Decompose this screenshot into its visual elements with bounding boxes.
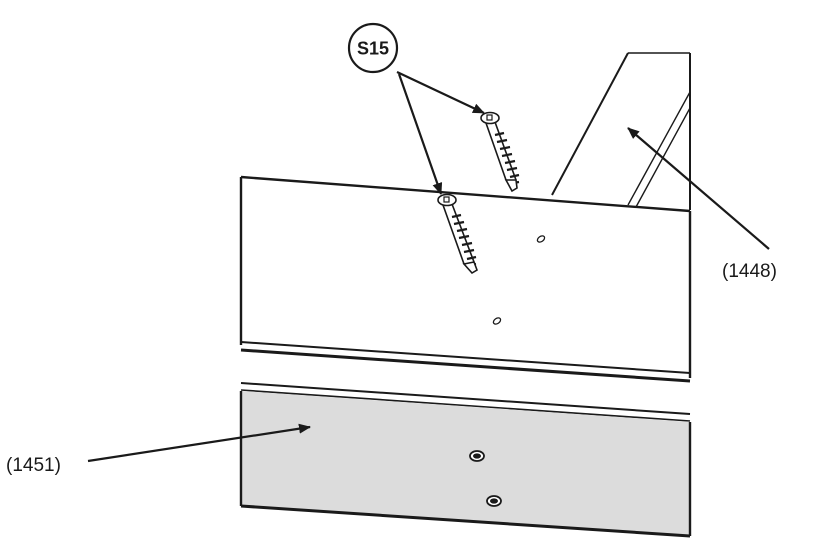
arrow-to-panel-1451 xyxy=(87,423,311,463)
lower-panel-1451 xyxy=(239,391,692,538)
screw-upper xyxy=(480,111,520,193)
leader-1448: (1448) xyxy=(627,127,777,282)
callout-s15-text: S15 xyxy=(357,39,389,59)
arrow-to-screw-lower xyxy=(397,73,443,195)
leader-1451: (1451) xyxy=(6,423,311,476)
angled-board-1448 xyxy=(551,52,691,210)
callout-s15: S15 xyxy=(347,22,399,74)
label-1448: (1448) xyxy=(722,261,777,282)
screw-head-1 xyxy=(469,450,485,462)
arrow-to-board-1448 xyxy=(627,127,770,250)
label-1451: (1451) xyxy=(6,455,61,476)
screw-lower xyxy=(437,193,478,275)
front-board xyxy=(239,175,692,422)
screw-head-2 xyxy=(486,495,502,507)
leader-arrows-s15 xyxy=(396,71,485,195)
arrow-to-screw-upper xyxy=(396,71,485,114)
